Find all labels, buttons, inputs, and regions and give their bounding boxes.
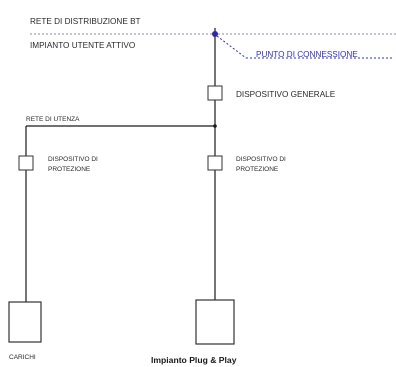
rete-utenza-label: RETE DI UTENZA bbox=[26, 116, 80, 123]
protezione-right-box bbox=[207, 155, 223, 171]
connection-point-dot bbox=[212, 31, 218, 37]
protezione-left-label-2: PROTEZIONE bbox=[48, 166, 91, 173]
protezione-left-box bbox=[18, 155, 34, 171]
impianto-utente-label: IMPIANTO UTENTE ATTIVO bbox=[30, 41, 135, 50]
rete-distribuzione-label: RETE DI DISTRIBUZIONE BT bbox=[30, 17, 141, 26]
dispositivo-generale-label: DISPOSITIVO GENERALE bbox=[236, 90, 336, 99]
connection-leader-line bbox=[216, 35, 247, 59]
plug-play-box bbox=[195, 299, 235, 345]
punto-connessione-label: PUNTO DI CONNESSIONE bbox=[256, 50, 358, 59]
protezione-right-label-2: PROTEZIONE bbox=[236, 166, 279, 173]
protezione-left-label-1: DISPOSITIVO DI bbox=[48, 156, 98, 163]
carichi-box bbox=[8, 301, 42, 343]
carichi-label: CARICHI bbox=[9, 354, 36, 361]
branch-junction-dot bbox=[213, 124, 217, 128]
dispositivo-generale-box bbox=[207, 85, 223, 101]
impianto-plug-play-label: Impianto Plug & Play bbox=[151, 355, 237, 365]
protezione-right-label-1: DISPOSITIVO DI bbox=[236, 156, 286, 163]
